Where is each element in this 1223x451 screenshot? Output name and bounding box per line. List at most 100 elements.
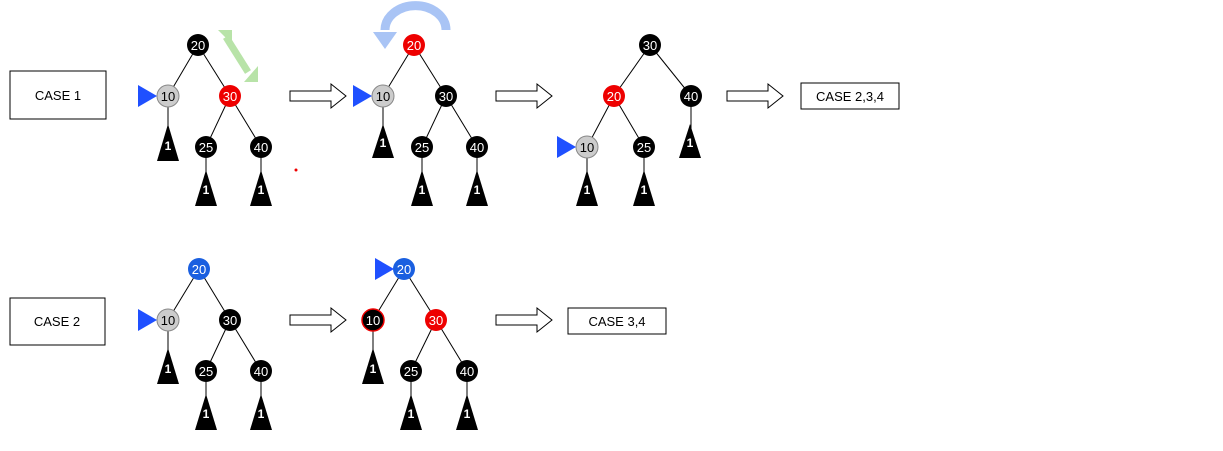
tree-node (187, 34, 209, 56)
leaf-subtree-icon (411, 170, 433, 206)
tree-node (425, 309, 447, 331)
case1-tree-b: 1 1 1 20 10 30 25 40 (353, 1, 488, 206)
tree-node (250, 136, 272, 158)
case2-tree-a: 1 1 1 20 10 30 25 40 (138, 258, 272, 430)
swap-arrow-icon (218, 30, 258, 82)
node-label: 25 (637, 140, 651, 155)
node-label: 40 (254, 140, 268, 155)
tree-node (361, 308, 385, 332)
transition-arrow-icon (726, 82, 784, 110)
case2-row: CASE 2 1 1 1 20 10 30 25 40 (9, 258, 667, 430)
case1-tree-c: 1 1 1 30 20 40 10 25 (557, 34, 702, 206)
leaf-label: 1 (419, 183, 426, 197)
tree-node (219, 309, 241, 331)
leaf-subtree-icon (466, 170, 488, 206)
leaf-subtree-icon (250, 170, 272, 206)
tree-node (195, 136, 217, 158)
pointer-triangle-icon (138, 309, 157, 331)
node-label: 30 (223, 89, 237, 104)
case1-label-box (9, 70, 107, 120)
tree-node (188, 258, 210, 280)
leaf-label: 1 (408, 407, 415, 421)
leaf-label: 1 (474, 183, 481, 197)
transition-arrow-icon (289, 82, 347, 110)
node-label: 10 (366, 313, 380, 328)
tree-node (195, 360, 217, 382)
pointer-triangle-icon (375, 258, 394, 280)
node-label: 20 (397, 262, 411, 277)
leaf-label: 1 (641, 183, 648, 197)
node-label: 30 (643, 38, 657, 53)
leaf-subtree-icon (250, 394, 272, 430)
node-label: 40 (684, 89, 698, 104)
transition-arrow-icon (495, 306, 553, 334)
leaf-subtree-icon (195, 394, 217, 430)
leaf-label: 1 (258, 407, 265, 421)
tree-node (603, 85, 625, 107)
leaf-subtree-icon (400, 394, 422, 430)
leaf-label: 1 (687, 136, 694, 150)
leaf-label: 1 (165, 362, 172, 376)
node-label: 40 (254, 364, 268, 379)
tree-node (633, 136, 655, 158)
node-label: 20 (407, 38, 421, 53)
node-label: 25 (199, 364, 213, 379)
node-label: 25 (199, 140, 213, 155)
pointer-triangle-icon (138, 85, 157, 107)
node-label: 30 (439, 89, 453, 104)
node-label: 10 (161, 313, 175, 328)
tree-node (456, 360, 478, 382)
node-label: 40 (470, 140, 484, 155)
leaf-label: 1 (258, 183, 265, 197)
node-label: 40 (460, 364, 474, 379)
case1-result-label: CASE 2,3,4 (816, 89, 884, 104)
tree-node (393, 258, 415, 280)
pointer-triangle-icon (557, 136, 576, 158)
node-label: 10 (161, 89, 175, 104)
leaf-subtree-icon (679, 124, 701, 158)
leaf-subtree-icon (157, 124, 179, 161)
node-label: 30 (223, 313, 237, 328)
leaf-subtree-icon (157, 348, 179, 384)
leaf-label: 1 (165, 139, 172, 153)
tree-node (250, 360, 272, 382)
leaf-subtree-icon (456, 394, 478, 430)
tree-node (403, 34, 425, 56)
pointer-triangle-icon (353, 85, 372, 107)
case2-label-box (9, 297, 106, 346)
leaf-subtree-icon (195, 170, 217, 206)
leaf-subtree-icon (576, 170, 598, 206)
transition-arrow-icon (289, 306, 347, 334)
tree-node (435, 85, 457, 107)
node-label: 30 (429, 313, 443, 328)
tree-node (680, 85, 702, 107)
case2-tree-b: 1 1 1 20 10 30 25 40 (361, 258, 478, 430)
node-label: 10 (376, 89, 390, 104)
case2-result-label: CASE 3,4 (588, 314, 645, 329)
tree-node (400, 360, 422, 382)
rotate-arrow-icon (373, 1, 451, 49)
tree-node (219, 85, 241, 107)
node-label: 20 (191, 38, 205, 53)
node-label: 20 (607, 89, 621, 104)
case1-tree-a: 1 1 1 20 10 30 25 40 (138, 30, 298, 206)
node-label: 20 (192, 262, 206, 277)
case1-result-box (800, 82, 900, 110)
leaf-subtree-icon (362, 348, 384, 384)
leaf-subtree-icon (633, 170, 655, 206)
case2-label: CASE 2 (34, 314, 80, 329)
case2-result-box (567, 307, 667, 335)
case1-row: CASE 1 1 1 1 20 10 30 25 40 (9, 1, 900, 206)
leaf-label: 1 (380, 136, 387, 150)
tree-node (639, 34, 661, 56)
leaf-label: 1 (370, 362, 377, 376)
leaf-label: 1 (584, 183, 591, 197)
node-label: 10 (580, 140, 594, 155)
case1-label: CASE 1 (35, 88, 81, 103)
leaf-subtree-icon (372, 124, 394, 158)
leaf-label: 1 (203, 407, 210, 421)
leaf-label: 1 (203, 183, 210, 197)
node-label: 25 (415, 140, 429, 155)
tree-node (466, 136, 488, 158)
